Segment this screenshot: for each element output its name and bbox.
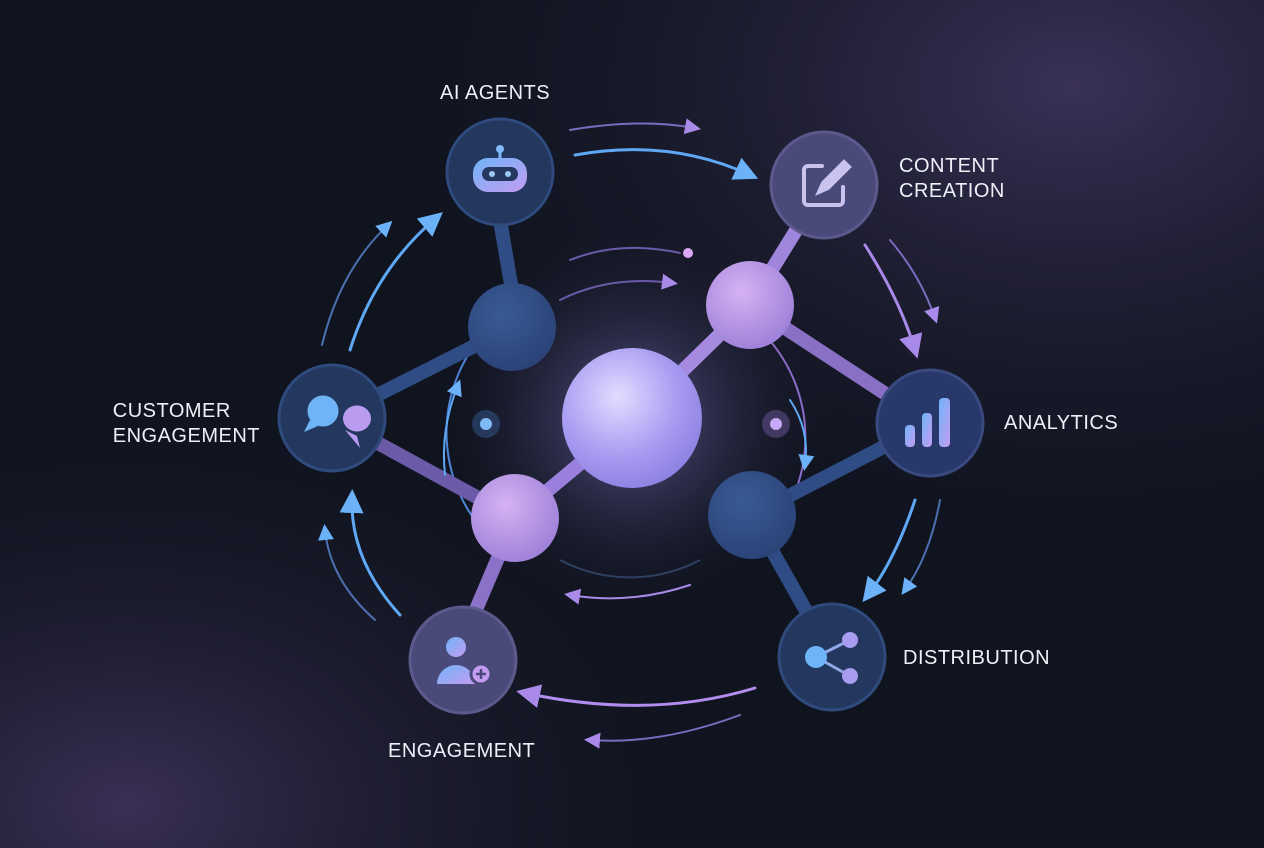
label-line: CREATION [899,180,1005,202]
label-analytics: ANALYTICS [1004,412,1119,434]
label-line: ENGAGEMENT [112,425,260,447]
orbit-dot [770,418,782,430]
label-engagement: ENGAGEMENT [388,740,536,762]
share-icon [805,632,858,684]
core-sphere [562,348,702,488]
label-customer-engagement: CUSTOMER ENGAGEMENT [113,399,260,449]
hub-node [468,283,556,371]
add-user-icon [437,637,493,686]
hub-node [706,261,794,349]
flow-arrows [318,118,941,749]
orbit-dot [480,418,492,430]
robot-icon [473,145,527,192]
node-distribution[interactable] [777,602,887,712]
label-content-creation: CONTENT CREATION [899,154,1005,204]
hub-node [471,474,559,562]
node-ai-agents[interactable] [445,117,555,227]
label-distribution: DISTRIBUTION [903,647,1051,669]
orbit-dot [683,248,693,258]
bar-chart-icon [905,398,950,447]
node-content-creation[interactable] [769,130,879,240]
label-line: CUSTOMER [112,400,231,422]
node-analytics[interactable] [875,368,985,478]
node-engagement[interactable] [408,605,518,715]
label-ai-agents: AI AGENTS [440,82,551,104]
node-customer-engagement[interactable] [277,363,387,473]
hub-node [708,471,796,559]
chat-icon [304,392,371,448]
label-line: CONTENT [899,155,1000,177]
edit-icon [802,159,852,207]
